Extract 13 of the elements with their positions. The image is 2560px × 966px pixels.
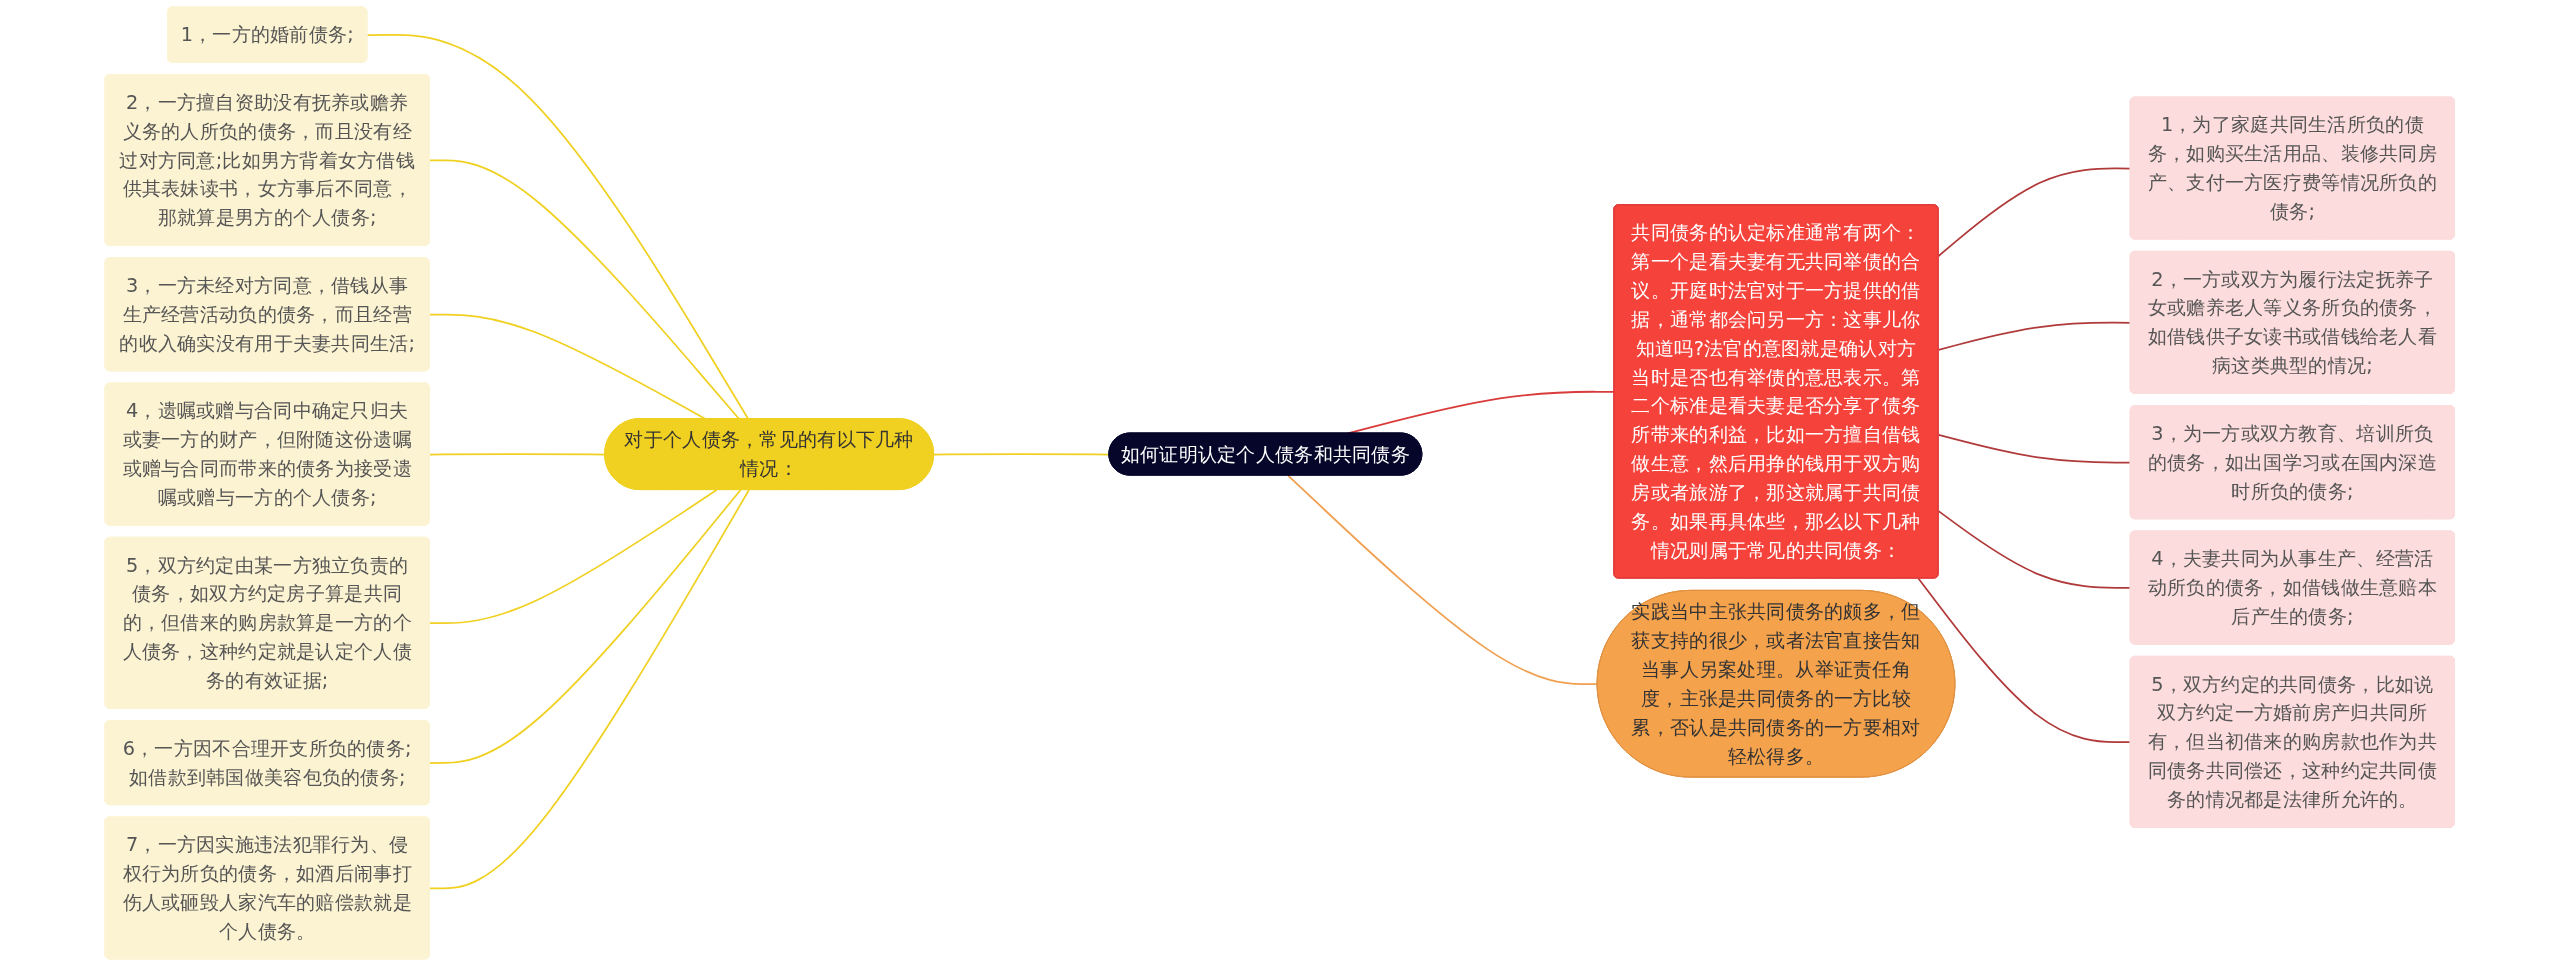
connector: [1287, 474, 1599, 686]
connector: [429, 489, 718, 625]
connector: [1937, 510, 2132, 589]
connector: [1937, 434, 2132, 464]
connector: [429, 489, 751, 890]
connector: [366, 34, 750, 420]
connector: [1937, 321, 2132, 351]
connector: [429, 313, 707, 420]
connector: [1937, 167, 2132, 257]
connector: [1917, 577, 2132, 744]
connector: [429, 159, 741, 420]
connector: [933, 453, 1111, 456]
connector: [429, 489, 742, 764]
